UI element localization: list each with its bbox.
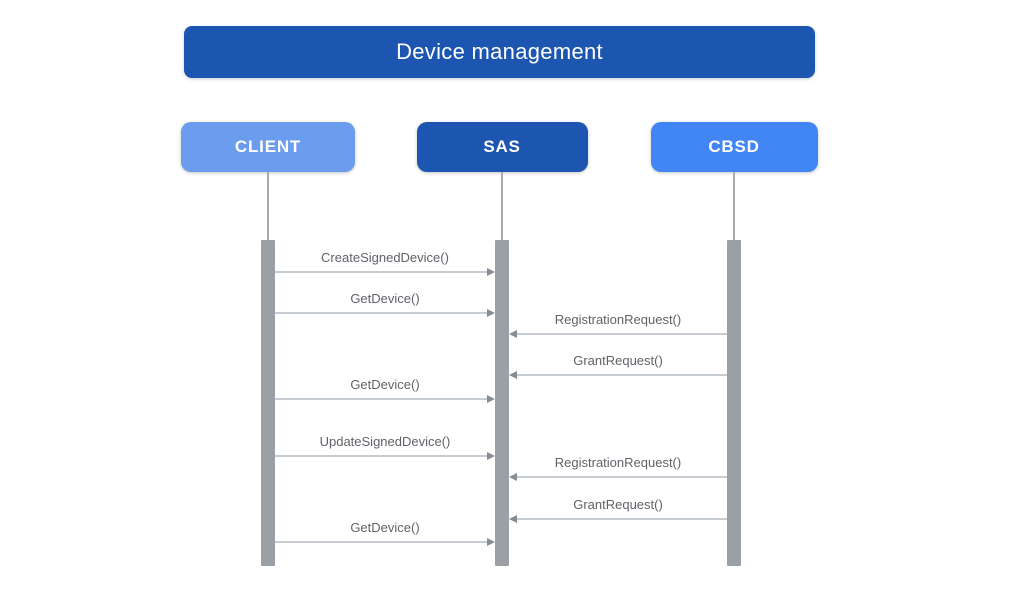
message-label: CreateSignedDevice(): [321, 250, 449, 265]
message-line: [275, 312, 487, 314]
arrowhead-icon: [509, 371, 517, 379]
activation-bar-sas: [495, 240, 509, 566]
message-line: [517, 518, 727, 520]
message-line: [517, 374, 727, 376]
message-label: RegistrationRequest(): [554, 312, 682, 327]
actor-label-cbsd: CBSD: [708, 137, 760, 156]
arrowhead-icon: [487, 309, 495, 317]
message-label: GetDevice(): [350, 291, 420, 306]
actor-box-cbsd: CBSD: [650, 122, 818, 172]
message-label: UpdateSignedDevice(): [319, 434, 451, 449]
lifeline-sas: [501, 172, 503, 240]
activation-bar-cbsd: [727, 240, 741, 566]
arrowhead-icon: [509, 330, 517, 338]
activation-bar-client: [261, 240, 275, 566]
actor-label-client: CLIENT: [234, 137, 302, 156]
arrowhead-icon: [509, 473, 517, 481]
message-line: [275, 398, 487, 400]
actor-box-client: CLIENT: [181, 122, 355, 172]
message-line: [517, 476, 727, 478]
message-line: [275, 271, 487, 273]
arrowhead-icon: [487, 538, 495, 546]
message-label: GrantRequest(): [573, 353, 663, 368]
arrowhead-icon: [487, 452, 495, 460]
arrowhead-icon: [487, 395, 495, 403]
lifeline-cbsd: [733, 172, 735, 240]
lifeline-client: [267, 172, 269, 240]
message-label: GetDevice(): [350, 520, 420, 535]
message-label: GetDevice(): [350, 377, 420, 392]
message-label: RegistrationRequest(): [554, 455, 682, 470]
message-line: [517, 333, 727, 335]
arrowhead-icon: [509, 515, 517, 523]
message-line: [275, 541, 487, 543]
actor-label-sas: SAS: [483, 137, 521, 156]
diagram-title: Device management: [184, 26, 815, 78]
message-line: [275, 455, 487, 457]
message-label: GrantRequest(): [573, 497, 663, 512]
actor-box-sas: SAS: [416, 122, 588, 172]
arrowhead-icon: [487, 268, 495, 276]
